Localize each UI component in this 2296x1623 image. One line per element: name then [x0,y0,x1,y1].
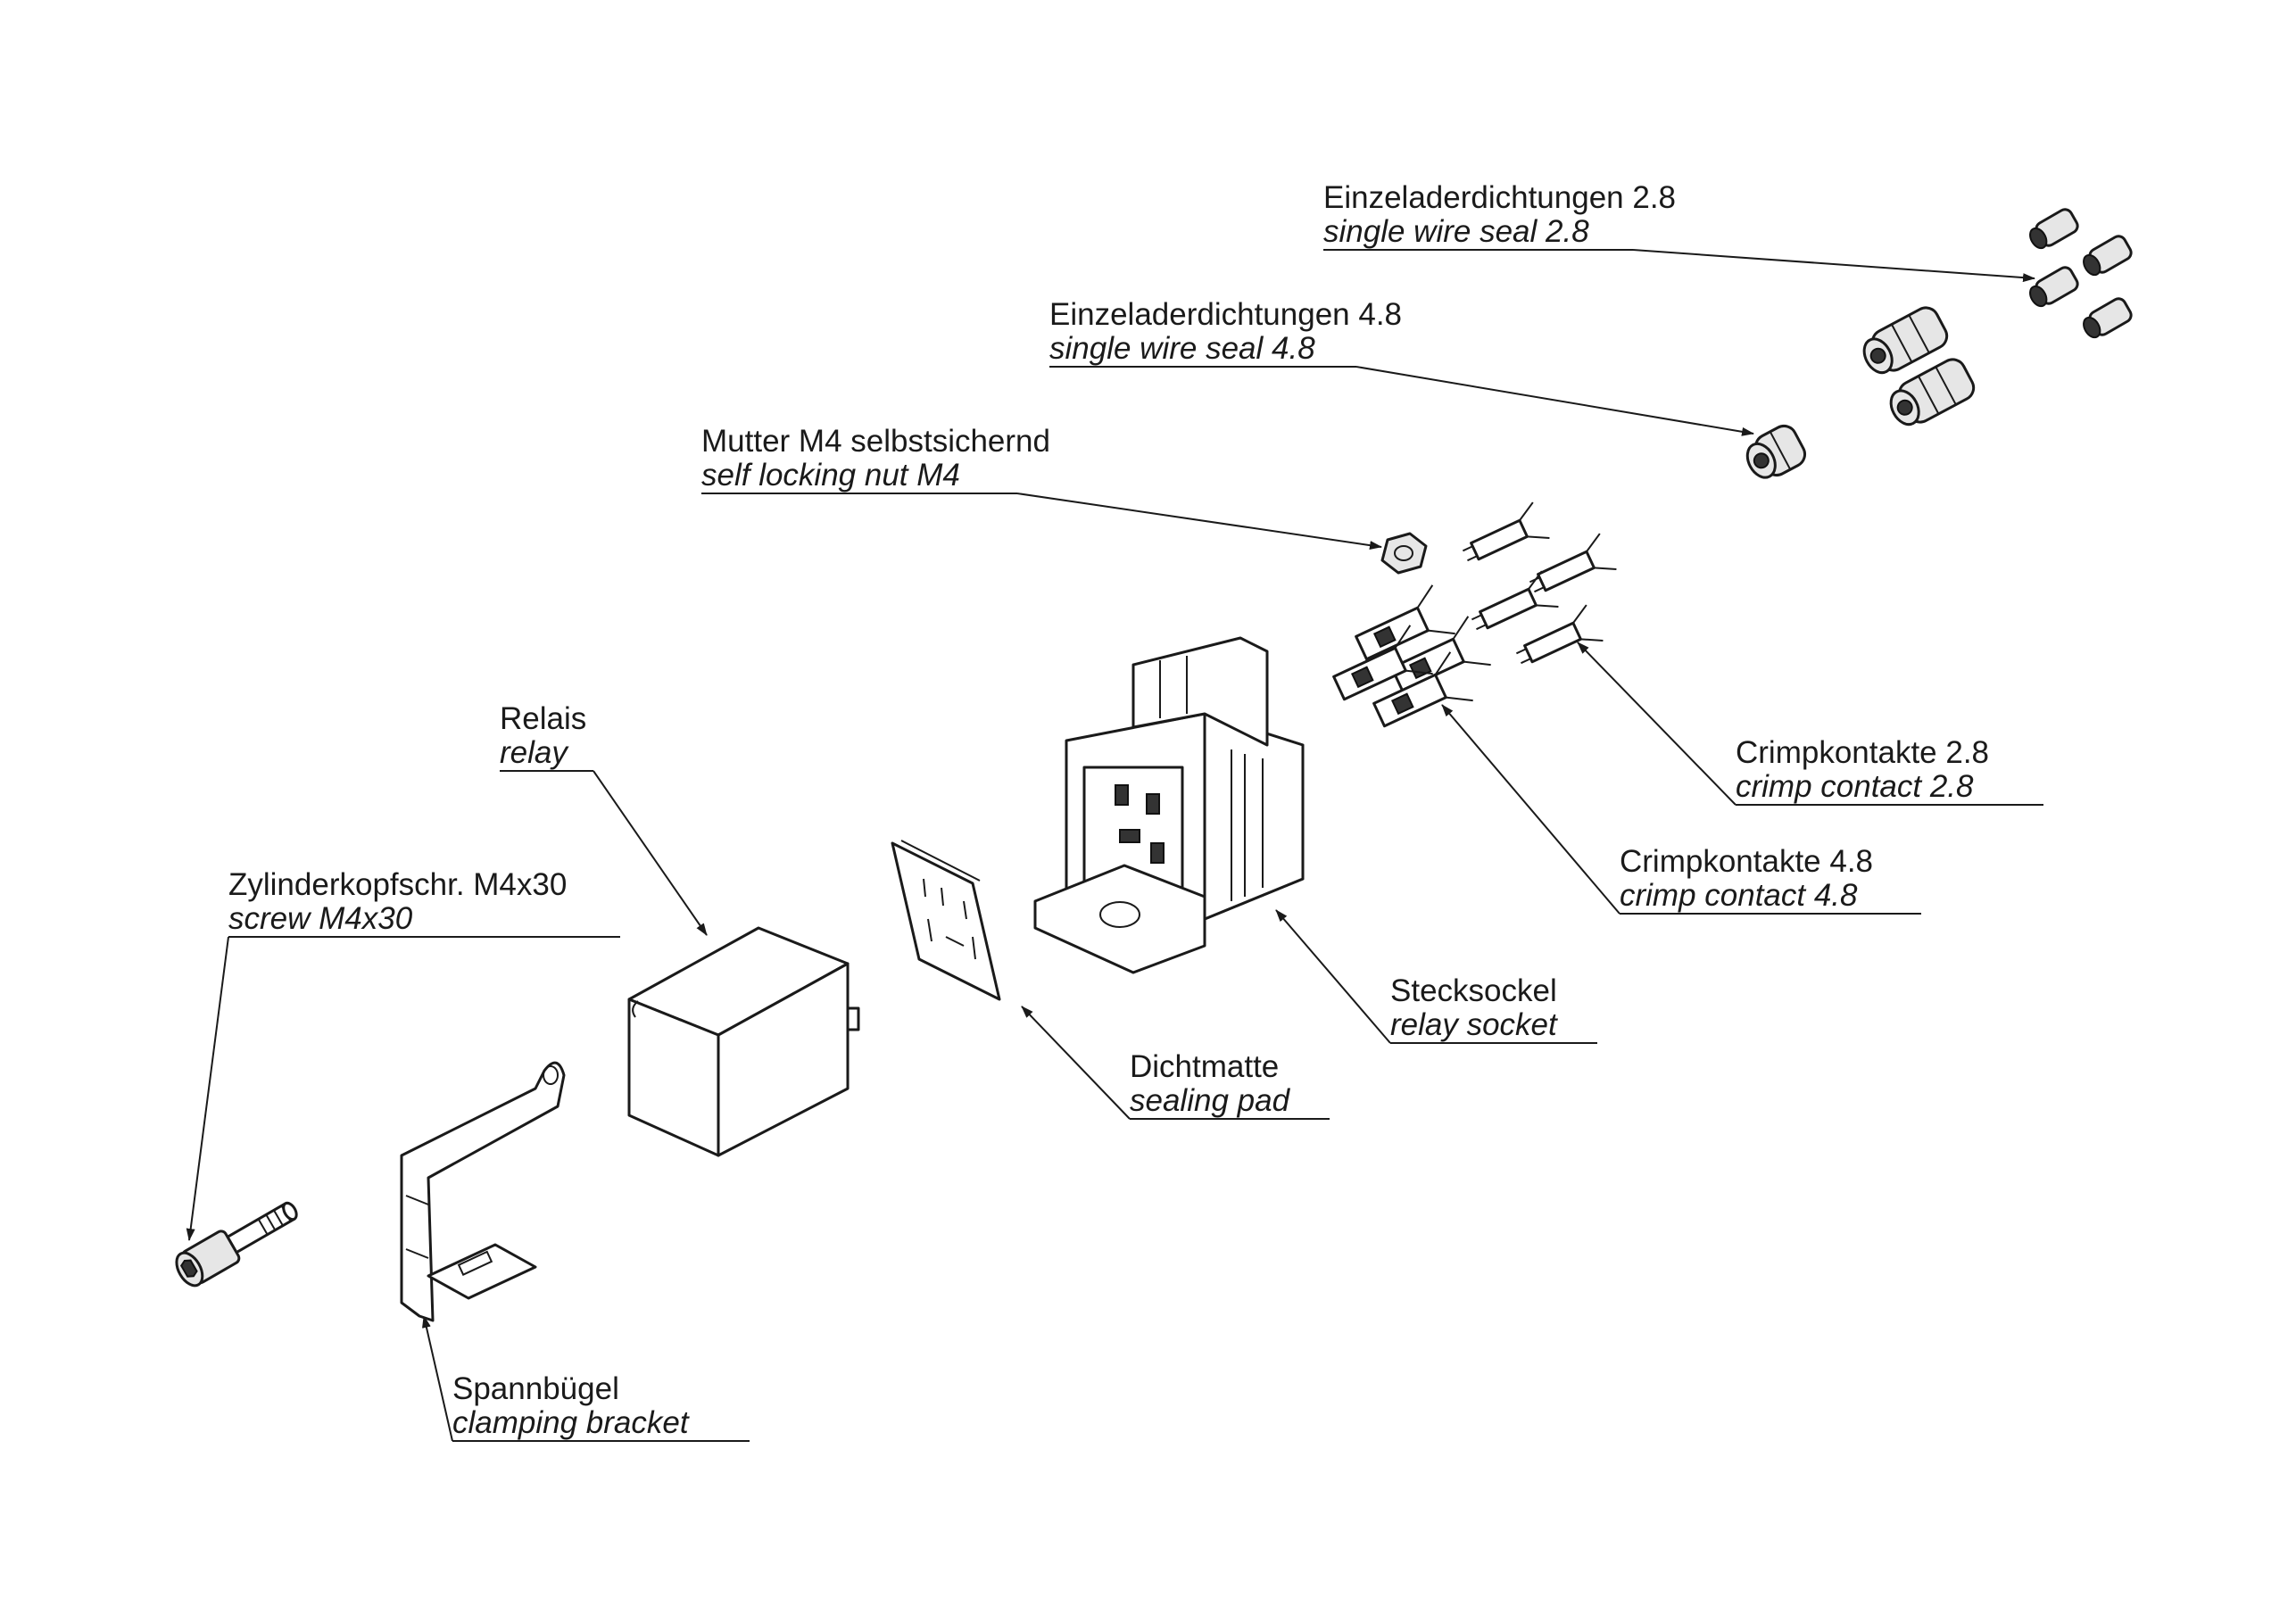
label-bracket-en: clamping bracket [452,1405,690,1440]
label-relay-de: Relais [500,701,586,736]
crimp-contact-4-8-group [1332,584,1491,728]
clamping-bracket [400,1061,566,1322]
nut-m4 [1380,532,1428,575]
label-nut: Mutter M4 selbstsichernd self locking nu… [701,424,1382,551]
label-pad-de: Dichtmatte [1130,1049,1279,1084]
label-bracket: Spannbügel clamping bracket [422,1315,750,1442]
label-socket: Stecksockel relay socket [1275,909,1597,1044]
label-nut-en: self locking nut M4 [701,458,960,493]
relay-socket [1033,636,1305,974]
label-screw: Zylinderkopfschr. M4x30 screw M4x30 [186,867,620,1241]
label-crimp28-en: crimp contact 2.8 [1736,769,1974,804]
label-relay: Relais relay [500,701,708,936]
label-pad: Dichtmatte sealing pad [1021,1006,1330,1120]
label-crimp48-en: crimp contact 4.8 [1620,878,1858,913]
seal-2-8-group [2029,208,2133,339]
label-seal48: Einzeladerdichtungen 4.8 single wire sea… [1049,297,1754,436]
label-pad-en: sealing pad [1130,1083,1291,1118]
label-seal28: Einzeladerdichtungen 2.8 single wire sea… [1323,180,2035,283]
screw-m4x30 [175,1201,298,1288]
label-socket-en: relay socket [1390,1007,1558,1042]
label-seal48-de: Einzeladerdichtungen 4.8 [1049,297,1402,332]
label-screw-en: screw M4x30 [228,901,413,936]
seal-4-8-group [1745,306,1976,479]
label-crimp28-de: Crimpkontakte 2.8 [1736,735,1989,770]
relay [627,926,860,1157]
label-seal48-en: single wire seal 4.8 [1049,331,1315,366]
label-bracket-de: Spannbügel [452,1371,619,1406]
label-socket-de: Stecksockel [1390,973,1557,1008]
crimp-contact-2-8-group [1462,501,1617,665]
label-seal28-en: single wire seal 2.8 [1323,214,1589,249]
label-crimp48-de: Crimpkontakte 4.8 [1620,844,1873,879]
sealing-pad [891,840,1001,1001]
label-crimp28: Crimpkontakte 2.8 crimp contact 2.8 [1577,642,2043,806]
label-seal28-de: Einzeladerdichtungen 2.8 [1323,180,1676,215]
label-screw-de: Zylinderkopfschr. M4x30 [228,867,567,902]
label-relay-en: relay [500,735,569,770]
label-crimp48: Crimpkontakte 4.8 crimp contact 4.8 [1441,704,1921,915]
label-nut-de: Mutter M4 selbstsichernd [701,424,1050,459]
